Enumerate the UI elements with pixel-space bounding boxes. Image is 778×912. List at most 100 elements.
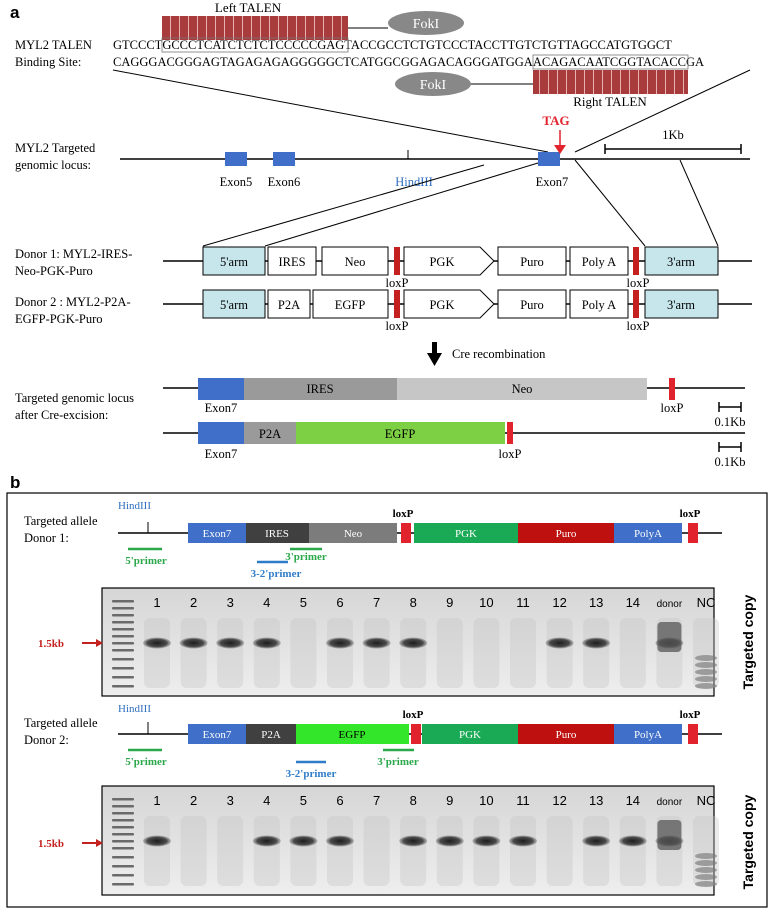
gel1-lane-label: 6	[336, 595, 343, 610]
allele2-p2a	[246, 724, 296, 744]
allele1-loxp-1	[401, 523, 411, 543]
seq-top: GTCCCTGCCCTCATCTCTCTCCCCCGAGTACCGCCTCTGT…	[113, 38, 672, 52]
gel2-band	[143, 835, 171, 847]
gel1-lane	[510, 618, 536, 688]
gel1-band	[252, 637, 281, 649]
gel1-marker-arrow-icon	[96, 639, 103, 647]
gel1-lane-label: 2	[190, 595, 197, 610]
gel2-side-label: Targeted copy	[740, 794, 756, 889]
donor2-label-1: Donor 2 : MYL2-P2A-	[15, 295, 131, 309]
allele1-polya	[614, 523, 682, 543]
gel1-lane-label: 14	[626, 595, 640, 610]
donor1-neo-label: Neo	[345, 255, 366, 269]
gel2-lane	[473, 816, 500, 886]
gel1-lane-label: 1	[153, 595, 160, 610]
gel2-lane-label: 13	[589, 793, 603, 808]
allele1-label-1: Targeted allele	[24, 514, 98, 528]
allele2-pgk-label: PGK	[459, 729, 481, 741]
gel2-band	[618, 835, 647, 847]
gel2-lane	[144, 816, 170, 886]
gel2-ladder-band	[112, 874, 134, 877]
exon7-label: Exon7	[536, 175, 569, 189]
gel1-lane	[436, 618, 463, 688]
allele1-label-2: Donor 1:	[24, 531, 69, 545]
gel1-lane	[400, 618, 427, 688]
donor2-5arm-label: 5'arm	[220, 298, 248, 312]
gel2-ladder-band	[112, 865, 134, 868]
left-talen-label: Left TALEN	[215, 0, 282, 15]
allele2-egfp	[296, 724, 409, 744]
allele2-loxp-label-2: loxP	[680, 709, 701, 721]
exon5-box	[225, 152, 247, 166]
gel2-lane	[619, 816, 646, 886]
allele2-5primer-label: 5'primer	[125, 756, 167, 768]
gel1-ladder-band	[112, 642, 134, 645]
donor2-pgk-label: PGK	[429, 298, 454, 312]
donor1-label-2: Neo-PGK-Puro	[15, 264, 93, 278]
right-talen-block	[533, 70, 688, 94]
gel1-ladder-band	[112, 628, 134, 631]
donor1-loxp-1	[394, 247, 400, 275]
gel1-lane-label: 10	[479, 595, 493, 610]
gel1-lane	[217, 618, 244, 688]
cre-arrow-icon	[427, 353, 442, 366]
foki-top-label: FokI	[413, 17, 440, 32]
gel1-lane	[253, 618, 280, 688]
gel1-lane-label: 8	[410, 595, 417, 610]
donor1-loxp-label-2: loxP	[627, 276, 650, 290]
scale-1kb-label: 1Kb	[662, 128, 684, 142]
gel2-ladder-band	[112, 840, 134, 843]
donor1-puro	[497, 246, 567, 276]
allele2-hind-label: HindIII	[118, 703, 151, 715]
excised2-loxp-label: loxP	[499, 447, 522, 461]
excised1-loxp-label: loxP	[661, 401, 684, 415]
gel2-ladder-band	[112, 819, 134, 822]
gel1-band	[326, 637, 354, 649]
gel2-band	[252, 835, 281, 847]
donor1-puro-label: Puro	[520, 255, 544, 269]
gel2-lane-label: 7	[373, 793, 380, 808]
allele2-loxp-2	[688, 724, 698, 744]
donor2-loxp-label-2: loxP	[627, 319, 650, 333]
gel1-lane	[144, 618, 170, 688]
allele2-exon7	[188, 724, 246, 744]
gel1-band	[143, 637, 171, 649]
gel1-nc-smear	[695, 676, 717, 682]
foki-bottom-label: FokI	[420, 78, 447, 93]
donor2-pgk	[403, 289, 495, 319]
donor1-ires-label: IRES	[278, 255, 305, 269]
gel1-band	[582, 637, 611, 649]
allele1-exon7	[188, 523, 246, 543]
gel2-lane	[363, 816, 390, 886]
allele2-loxp-label-1: loxP	[403, 709, 424, 721]
donor1-loxp-label-1: loxP	[386, 276, 409, 290]
gel2-lane-label: 4	[263, 793, 270, 808]
gel1-lane-label: 13	[589, 595, 603, 610]
gel1-ladder-band	[112, 635, 134, 638]
donor1-label-1: Donor 1: MYL2-IRES-	[15, 247, 132, 261]
gel2-ladder-band	[112, 798, 134, 801]
allele1-neo	[309, 523, 397, 543]
gel1-band	[399, 637, 428, 649]
allele2-puro-label: Puro	[556, 729, 577, 741]
gel2-nc-smear	[695, 853, 717, 859]
gel2-ladder-band	[112, 856, 134, 859]
gel2-band	[289, 835, 318, 847]
left-talen-block	[162, 16, 348, 40]
excised2-p2a-label: P2A	[259, 427, 281, 441]
gel2-nc-smear	[695, 867, 717, 873]
gel2-band	[435, 835, 464, 847]
seq-bottom: CAGGGACGGGAGTAGAGAGAGGGGGCTCATGGCGGAGACA…	[113, 55, 704, 69]
gel2-lane-label: donor	[657, 797, 683, 808]
gel2-ladder-band	[112, 833, 134, 836]
allele1-hind-label: HindIII	[118, 500, 151, 512]
gel2-band	[326, 835, 354, 847]
gel2-lane	[436, 816, 463, 886]
allele1-5primer-label: 5'primer	[125, 555, 167, 567]
gel2-lane	[253, 816, 280, 886]
excised1-ires-label: IRES	[306, 382, 333, 396]
gel2-lane-label: 12	[552, 793, 566, 808]
gel1-lane-label: NC	[697, 595, 716, 610]
cre-label: Cre recombination	[452, 347, 546, 361]
